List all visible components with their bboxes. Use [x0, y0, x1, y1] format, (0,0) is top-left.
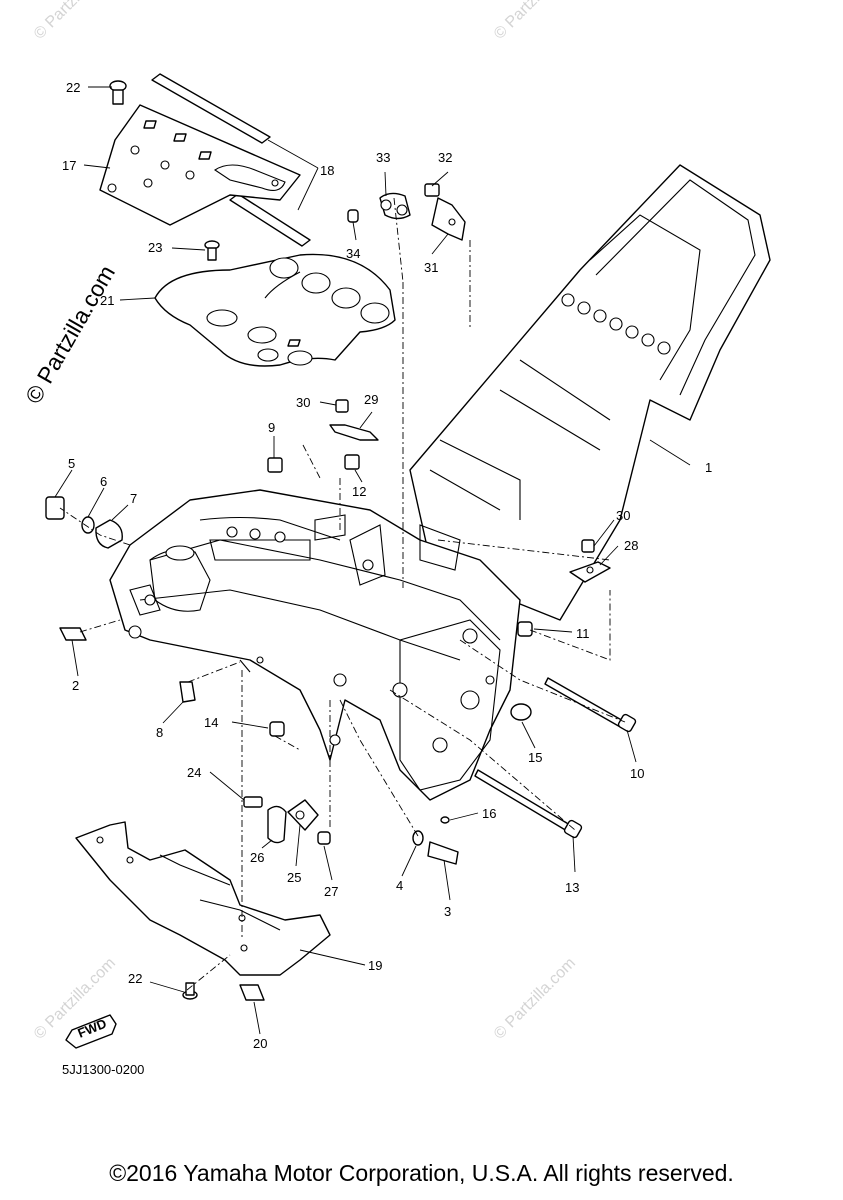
watermark-text: © Partzilla.com	[491, 0, 579, 43]
callout-21: 21	[100, 293, 114, 308]
part-19-lower-cover	[75, 821, 331, 976]
callout-31: 31	[424, 260, 438, 275]
callout-16: 16	[482, 806, 496, 821]
callout-labels: 1 2 3 4 5 6 7 8 9 10 11 12 13 14 15 16 1…	[62, 80, 712, 1051]
bottom-small-parts	[182, 982, 265, 1001]
callout-5: 5	[68, 456, 75, 471]
callout-19: 19	[368, 958, 382, 973]
callout-11: 11	[576, 626, 590, 641]
callout-23: 23	[148, 240, 162, 255]
diagram-code: 5JJ1300-0200	[62, 1062, 145, 1077]
callout-22-bottom: 22	[128, 971, 142, 986]
callout-18: 18	[320, 163, 334, 178]
part-23-pushpin	[204, 240, 220, 261]
part-17-cover	[99, 104, 301, 226]
callout-12: 12	[352, 484, 366, 499]
callout-15: 15	[528, 750, 542, 765]
callout-27: 27	[324, 884, 338, 899]
part-21-mat	[154, 253, 396, 367]
callout-20: 20	[253, 1036, 267, 1051]
callout-22-top: 22	[66, 80, 80, 95]
callout-28: 28	[624, 538, 638, 553]
part-1-main-frame	[109, 164, 771, 801]
callout-8: 8	[156, 725, 163, 740]
fwd-arrow-icon: FWD	[65, 1014, 117, 1049]
upper-small-parts	[267, 399, 611, 583]
parts-31-34-bracket-group	[347, 183, 466, 241]
callout-1: 1	[705, 460, 712, 475]
callout-25: 25	[287, 870, 301, 885]
callout-32: 32	[438, 150, 452, 165]
leader-lines	[54, 86, 691, 1035]
callout-3: 3	[444, 904, 451, 919]
callout-9: 9	[268, 420, 275, 435]
callout-17: 17	[62, 158, 76, 173]
callout-10: 10	[630, 766, 644, 781]
part-22-pushpin-top	[109, 80, 127, 105]
callout-13: 13	[565, 880, 579, 895]
callout-29: 29	[364, 392, 378, 407]
callout-14: 14	[204, 715, 218, 730]
callout-30-upper: 30	[296, 395, 310, 410]
callout-24: 24	[187, 765, 201, 780]
watermark-text: © Partzilla.com	[491, 955, 579, 1043]
callout-4: 4	[396, 878, 403, 893]
callout-33: 33	[376, 150, 390, 165]
watermark-text: © Partzilla.com	[31, 0, 119, 43]
callout-34: 34	[346, 246, 360, 261]
callout-26: 26	[250, 850, 264, 865]
assembly-lines	[59, 197, 626, 991]
callout-7: 7	[130, 491, 137, 506]
callout-30-right: 30	[616, 508, 630, 523]
copyright-footer: ©2016 Yamaha Motor Corporation, U.S.A. A…	[109, 1160, 734, 1186]
lower-small-parts	[243, 621, 533, 865]
callout-2: 2	[72, 678, 79, 693]
long-bolts	[474, 677, 637, 839]
callout-6: 6	[100, 474, 107, 489]
